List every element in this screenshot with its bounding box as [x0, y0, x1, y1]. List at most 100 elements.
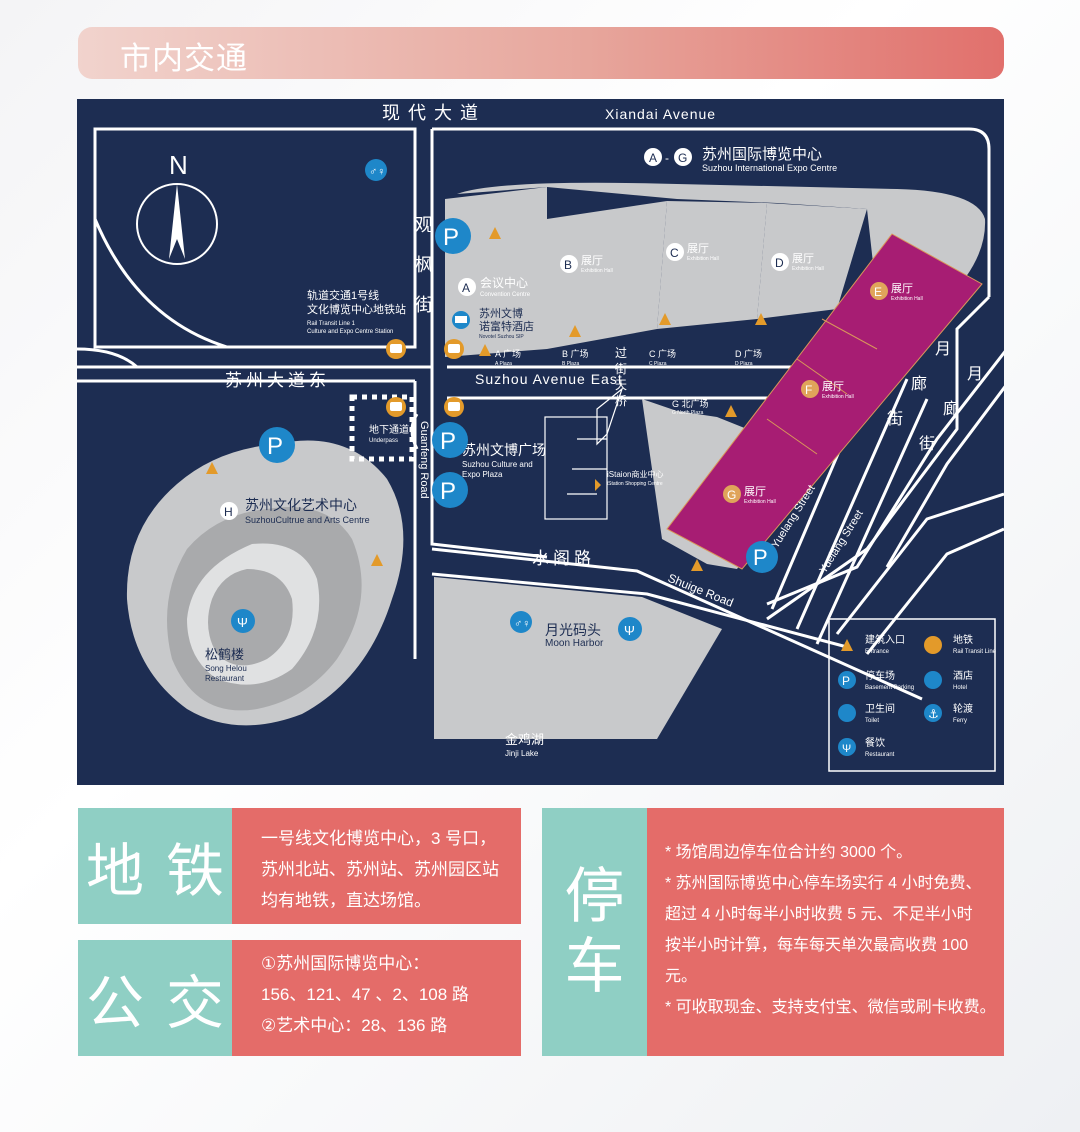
svg-text:B Plaza: B Plaza — [562, 361, 579, 367]
svg-text:P: P — [440, 478, 456, 505]
page-title: 市内交通 — [120, 41, 248, 76]
map-legend: 建筑入口 Entrance 地铁 Rail Transit Line P 停车场… — [828, 618, 997, 772]
svg-text:Exhibition Hall: Exhibition Hall — [687, 256, 719, 262]
road-label-yuelang-cn-1: 月 — [935, 341, 951, 358]
metro-icon — [924, 636, 942, 654]
road-label-yuelang-cn2-3: 街 — [919, 435, 935, 453]
svg-text:F: F — [805, 383, 812, 397]
svg-text:G: G — [727, 488, 736, 502]
expo-name-en: Suzhou International Expo Centre — [702, 163, 837, 173]
parking-marker[interactable]: P — [432, 472, 468, 508]
svg-text:轨道交通1号线: 轨道交通1号线 — [307, 288, 379, 302]
svg-text:金鸡湖: 金鸡湖 — [505, 732, 544, 747]
svg-text:Jinji Lake: Jinji Lake — [505, 749, 539, 758]
svg-text:地铁: 地铁 — [953, 633, 973, 646]
svg-text:街: 街 — [615, 362, 627, 376]
road-label-shuige-cn: 水阁路 — [532, 549, 595, 568]
road-label-suzhou-en: Suzhou Avenue East — [475, 371, 623, 387]
restaurant-icon — [838, 738, 856, 756]
svg-text:桥: 桥 — [615, 394, 627, 408]
svg-text:A Plaza: A Plaza — [495, 361, 512, 367]
svg-text:C Plaza: C Plaza — [649, 361, 667, 367]
svg-text:Culture and Expo Centre Stati: Culture and Expo Centre Station — [307, 329, 393, 335]
svg-text:Exhibition Hall: Exhibition Hall — [581, 268, 613, 274]
entrance-icon — [206, 462, 218, 474]
entrance-markers — [206, 227, 767, 571]
metro-title: 地铁 — [78, 808, 232, 924]
svg-text:P: P — [443, 224, 459, 251]
svg-text:Hotel: Hotel — [953, 685, 967, 691]
metro-station-label: 轨道交通1号线 文化博览中心地铁站 Rail Transit Line 1 Cu… — [307, 288, 663, 758]
entrance-icon — [371, 554, 383, 566]
halls-efg — [666, 233, 983, 570]
svg-text:Exhibition Hall: Exhibition Hall — [891, 296, 923, 302]
bus-line: 156、121、47 、2、108 路 — [261, 985, 469, 1004]
parking-marker[interactable]: P — [259, 427, 295, 463]
svg-text:Exhibition Hall: Exhibition Hall — [822, 394, 854, 400]
svg-text:P: P — [440, 428, 456, 455]
svg-text:H: H — [224, 505, 233, 519]
svg-text:Basement Parking: Basement Parking — [865, 685, 914, 691]
parking-line: * 场馆周边停车位合计约 3000 个。 — [665, 844, 913, 861]
road-label-yuelang-cn2-2: 廊 — [943, 400, 959, 418]
svg-text:诺富特酒店: 诺富特酒店 — [479, 319, 534, 333]
toilet-icon — [510, 611, 532, 633]
svg-text:♂♀: ♂♀ — [514, 618, 531, 630]
svg-text:Ψ: Ψ — [624, 623, 635, 638]
road-shuige — [431, 547, 923, 701]
metro-icons — [386, 339, 464, 417]
metro-line: 均有地铁，直达场馆。 — [261, 891, 431, 910]
hall-c-name: 展厅 — [687, 242, 709, 255]
parking-marker[interactable]: P — [432, 422, 468, 458]
entrance-icon — [569, 325, 581, 337]
svg-text:天: 天 — [615, 378, 627, 392]
svg-text:Ψ: Ψ — [237, 615, 248, 630]
entrance-icon — [595, 479, 601, 491]
underpass-box — [349, 394, 415, 462]
restaurant-icon — [618, 617, 642, 641]
poi-labels-dark: 松鹤楼 Song Helou Restaurant 月光码头 Moon Harb… — [205, 622, 604, 683]
svg-text:D: D — [775, 256, 784, 270]
road-network — [77, 127, 1004, 701]
svg-text:停车场: 停车场 — [865, 669, 895, 682]
svg-text:Underpass: Underpass — [369, 438, 398, 444]
parking-markers[interactable]: P P P P P — [259, 218, 778, 573]
hotel-label: 苏州文博 诺富特酒店 Novotel Suzhou SIP — [452, 306, 534, 340]
road-label-yuelang-cn-3: 街 — [887, 410, 903, 428]
svg-text:G North Plaza: G North Plaza — [672, 410, 704, 416]
svg-text:P: P — [753, 545, 768, 570]
section-banner: 市内交通 — [78, 27, 1004, 79]
svg-text:P: P — [842, 674, 850, 688]
svg-text:G: G — [678, 151, 687, 165]
toilet-icon — [838, 704, 856, 722]
svg-text:P: P — [267, 433, 283, 460]
ferry-icon — [924, 704, 942, 722]
svg-text:卫生间: 卫生间 — [865, 702, 895, 715]
svg-text:⚓: ⚓ — [928, 707, 939, 721]
parking-line: * 苏州国际博览中心停车场实行 4 小时免费、 — [665, 875, 982, 892]
parking-icon — [838, 671, 856, 689]
metro-line: 苏州北站、苏州站、苏州园区站 — [261, 860, 499, 879]
svg-text:♂♀: ♂♀ — [369, 166, 386, 178]
svg-text:-: - — [665, 151, 669, 165]
toilet-icon — [365, 159, 387, 181]
hall-g-name: 展厅 — [744, 485, 766, 498]
svg-text:D Plaza: D Plaza — [735, 361, 753, 367]
parking-marker[interactable]: P — [435, 218, 471, 254]
bus-title: 公交 — [78, 940, 232, 1056]
hall-d-name: 展厅 — [792, 252, 814, 265]
toilet-icons: ♂♀ ♂♀ — [365, 159, 532, 633]
culture-arts-centre — [126, 440, 404, 726]
svg-text:G 北广场: G 北广场 — [672, 398, 709, 409]
road-label-guanfeng-3: 街 — [415, 295, 433, 315]
parking-marker[interactable]: P — [746, 541, 778, 573]
road-label-guanfeng-en: Guanfeng Road — [418, 421, 430, 499]
svg-text:Exhibition Hall: Exhibition Hall — [792, 266, 824, 272]
svg-text:Entrance: Entrance — [865, 649, 890, 655]
expo-title: A - G 苏州国际博览中心 Suzhou International Expo… — [644, 146, 837, 173]
bus-line: ②艺术中心：28、136 路 — [261, 1016, 448, 1035]
svg-text:Novotel Suzhou SIP: Novotel Suzhou SIP — [479, 334, 524, 340]
venue-map[interactable]: N 现代大道 Xiandai Avenue 苏州大道东 Suzhou Avenu… — [77, 99, 1004, 785]
svg-text:苏州文博广场: 苏州文博广场 — [462, 442, 546, 458]
svg-text:D 广场: D 广场 — [735, 348, 762, 359]
